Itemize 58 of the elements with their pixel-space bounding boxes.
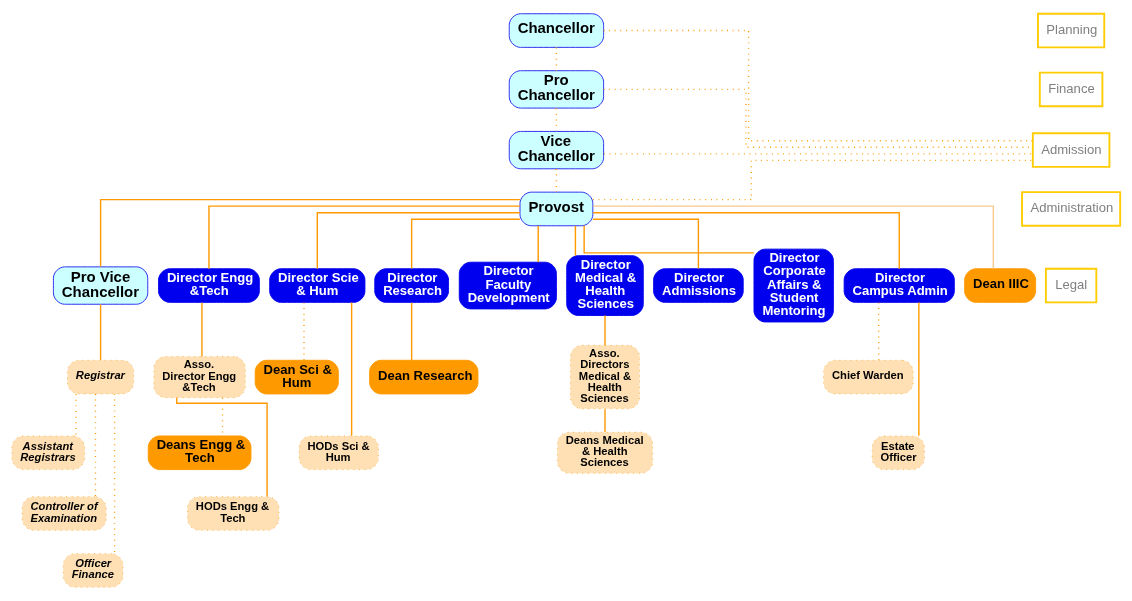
connector <box>592 218 700 270</box>
node-box: Director Faculty Development <box>458 261 557 310</box>
node-box: Officer Finance <box>62 553 124 588</box>
node-box: Director Engg &Tech <box>158 268 260 303</box>
node-box: Director Admissions <box>653 268 744 303</box>
connector <box>574 225 577 257</box>
node-box: Registrar <box>66 359 135 395</box>
node-box: Director Scie & Hum <box>269 268 366 303</box>
node-box: Pro Chancellor <box>508 70 605 109</box>
node-box: Director Corporate Affairs & Student Mentoring <box>753 248 834 323</box>
node-box: Asso. Directors Medical & Health Sciences <box>569 344 641 410</box>
node-box: HODs Engg & Tech <box>187 496 280 531</box>
connector <box>592 212 900 270</box>
connector <box>303 302 305 361</box>
node-box: Planning <box>1037 12 1106 49</box>
connector <box>583 225 755 254</box>
node-box: Provost <box>519 191 594 227</box>
node-box: Controller of Examination <box>21 496 107 531</box>
node-box: Asso. Director Engg &Tech <box>153 356 246 399</box>
connector <box>918 301 920 437</box>
connector <box>604 314 606 346</box>
node-box: Chief Warden <box>823 359 914 395</box>
node-box: HODs Sci & Hum <box>298 435 379 471</box>
connector <box>604 408 606 433</box>
connector <box>877 302 880 361</box>
node-box: Dean IIIC <box>964 268 1037 303</box>
connector <box>99 303 102 361</box>
connector <box>94 393 97 497</box>
node-box: Finance <box>1038 71 1104 108</box>
connector <box>537 225 539 263</box>
node-box: Chancellor <box>508 13 605 48</box>
connector <box>350 301 353 437</box>
connector <box>410 302 413 361</box>
connector <box>603 153 1034 155</box>
node-box: Pro Vice Chancellor <box>52 266 149 305</box>
node-box: Director Campus Admin <box>843 268 955 303</box>
connector <box>201 302 203 358</box>
node-box: Director Research <box>374 268 449 303</box>
node-box: Dean Research <box>369 359 479 395</box>
node-box: Administration <box>1021 191 1122 227</box>
node-box: Assistant Registrars <box>11 435 86 471</box>
connector <box>113 393 116 555</box>
connector <box>316 212 521 270</box>
node-box: Admission <box>1031 132 1111 168</box>
node-box: Vice Chancellor <box>508 130 605 170</box>
node-box: Director Medical & Health Sciences <box>566 255 644 316</box>
connector <box>592 159 1034 201</box>
connector <box>208 205 521 270</box>
connector <box>410 218 521 270</box>
connector <box>592 205 995 270</box>
connector <box>75 393 77 437</box>
node-box: Deans Medical & Health Sciences <box>556 431 654 474</box>
node-box: Estate Officer <box>871 435 925 471</box>
node-box: Legal <box>1044 267 1098 304</box>
node-box: Deans Engg & Tech <box>147 435 252 471</box>
node-box: Dean Sci & Hum <box>254 359 339 395</box>
connector <box>176 397 268 498</box>
connector <box>99 198 521 268</box>
